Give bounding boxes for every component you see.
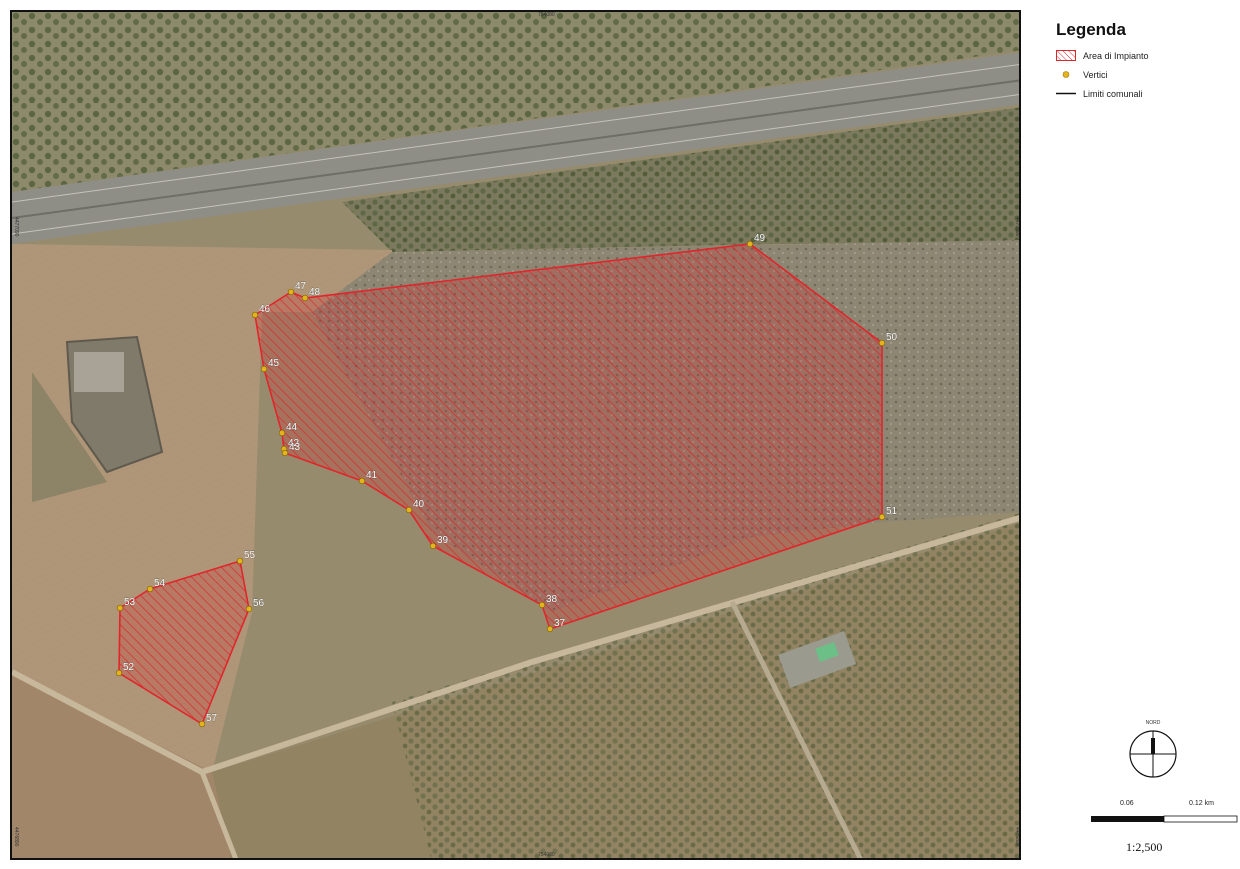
vertex-label: 37 [554, 618, 566, 629]
vertex-dot-icon [878, 339, 886, 347]
legend-item-area: Area di Impianto [1055, 46, 1235, 65]
vertex-dot-icon [260, 365, 268, 373]
vertex-label: 44 [286, 422, 298, 433]
vertex-label: 39 [437, 535, 449, 546]
legend: Legenda Area di Impianto Vertici Limiti … [1055, 20, 1235, 103]
vertex-label: 51 [886, 506, 898, 517]
vertex-47: 47 [287, 281, 307, 296]
frame-coord-left-lower: 4476890 [13, 827, 19, 847]
vertex-43: 43 [281, 442, 301, 457]
vertex-54: 54 [146, 578, 166, 593]
compass-icon [1129, 730, 1177, 778]
vertex-40: 40 [405, 499, 425, 514]
frame-coord-right-lower: 4476890 [1014, 827, 1020, 847]
vertex-49: 49 [746, 233, 766, 248]
legend-item-boundary: Limiti comunali [1055, 84, 1235, 103]
vertex-38: 38 [538, 594, 558, 609]
legend-item-label: Vertici [1083, 69, 1108, 80]
vertex-dot-icon [546, 625, 554, 633]
vertex-44: 44 [278, 422, 298, 437]
vertex-dot-icon [236, 557, 244, 565]
vertex-56: 56 [245, 598, 265, 613]
north-arrow: NORD [1127, 720, 1179, 785]
vertex-dot-icon [116, 604, 124, 612]
vertex-dot-icon [287, 288, 295, 296]
vertex-dot-icon [405, 506, 413, 514]
vertex-39: 39 [429, 535, 449, 550]
vertex-label: 55 [244, 550, 256, 561]
vertex-label: 41 [366, 470, 378, 481]
vertex-41: 41 [358, 470, 378, 485]
vertex-label: 48 [309, 287, 321, 298]
frame-coord-top: 754080 [538, 12, 555, 18]
vertex-55: 55 [236, 550, 256, 565]
vertex-label: 45 [268, 358, 280, 369]
vertex-46: 46 [251, 304, 271, 319]
vertex-dot-icon [301, 294, 309, 302]
vertex-label: 56 [253, 598, 265, 609]
frame-coord-bottom: 754080 [538, 852, 555, 858]
vertex-dot-icon [429, 542, 437, 550]
vertex-label: 43 [289, 442, 301, 453]
vertex-label: 40 [413, 499, 425, 510]
vertex-51: 51 [878, 506, 898, 521]
frame-coord-left-upper: 4477090 [13, 217, 19, 237]
impianto-areas [118, 243, 883, 726]
frame-coord-right-upper: 4477090 [1014, 217, 1020, 237]
vertex-50: 50 [878, 332, 898, 347]
vertex-dot-icon [281, 449, 289, 457]
vertex-label: 46 [259, 304, 271, 315]
north-label: NORD [1145, 720, 1161, 726]
vertex-label: 54 [154, 578, 166, 589]
vertex-dot-icon [538, 601, 546, 609]
vertex-dot-icon [278, 429, 286, 437]
vertex-37: 37 [546, 618, 566, 633]
boundary-line-icon [1055, 88, 1077, 100]
scale-ratio: 1:2,500 [1126, 840, 1163, 854]
vertex-dot-icon [251, 311, 259, 319]
vertex-53: 53 [116, 597, 136, 612]
vertex-dot-icon [198, 720, 206, 728]
vertex-48: 48 [301, 287, 321, 302]
vertex-label: 42 [288, 438, 300, 449]
vertex-52: 52 [115, 662, 135, 677]
impianto-area-main [254, 243, 883, 631]
vertex-dot-icon [146, 585, 154, 593]
vertex-label: 47 [295, 281, 307, 292]
vertex-57: 57 [198, 713, 218, 728]
legend-item-label: Limiti comunali [1083, 88, 1143, 99]
vertex-label: 49 [754, 233, 766, 244]
vertex-dot-icon [1055, 69, 1077, 81]
vertex-dot-icon [878, 513, 886, 521]
legend-item-label: Area di Impianto [1083, 50, 1149, 61]
vertex-45: 45 [260, 358, 280, 373]
legend-title: Legenda [1056, 20, 1126, 39]
scale-tick-label: 0.12 km [1189, 800, 1214, 807]
vertex-dot-icon [245, 605, 253, 613]
vertex-dot-icon [358, 477, 366, 485]
vertex-label: 53 [124, 597, 136, 608]
hatched-area-icon [1055, 50, 1077, 62]
vertex-dot-icon [115, 669, 123, 677]
scale-tick-label: 0.06 [1120, 800, 1134, 807]
legend-item-vertex: Vertici [1055, 65, 1235, 84]
scale-bar-graphic [1091, 815, 1238, 823]
vertex-label: 50 [886, 332, 898, 343]
vertex-label: 38 [546, 594, 558, 605]
vertex-label: 52 [123, 662, 135, 673]
vertex-dot-icon [746, 240, 754, 248]
vertex-label: 57 [206, 713, 218, 724]
